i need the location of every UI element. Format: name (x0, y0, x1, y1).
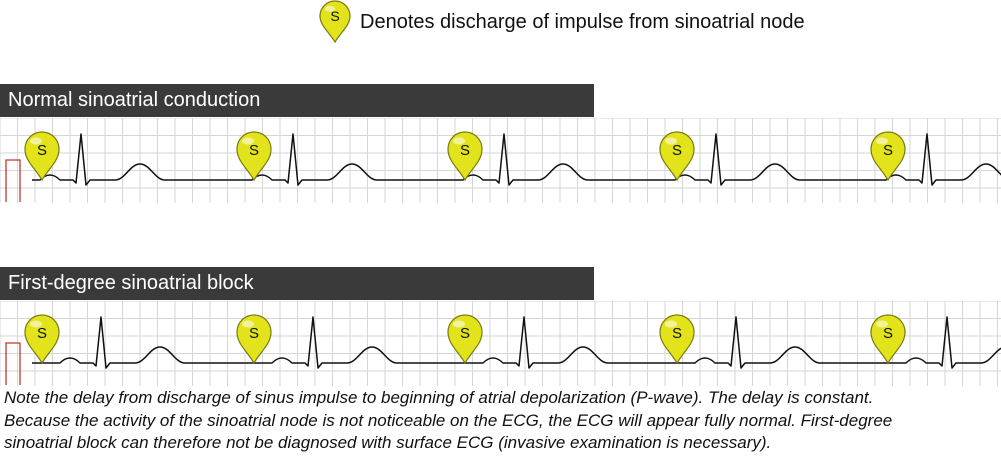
ecg-trace-line (32, 316, 1001, 369)
sinus-marker-icon: S (659, 131, 695, 182)
sinus-marker-letter: S (883, 325, 893, 342)
note-line: Because the activity of the sinoatrial n… (4, 410, 893, 430)
panel-title-normal: Normal sinoatrial conduction (0, 84, 594, 117)
legend-marker-letter: S (330, 8, 339, 24)
sinus-marker-letter: S (672, 142, 682, 159)
ecg-grid (0, 118, 1001, 203)
sinus-marker-icon: S (24, 131, 60, 182)
note-line: sinoatrial block can therefore not be di… (4, 433, 772, 452)
panel-title-first-degree: First-degree sinoatrial block (0, 267, 594, 300)
calibration-pulse (5, 342, 21, 385)
sinus-marker-icon: S (236, 314, 272, 365)
sinus-marker-icon: S (659, 314, 695, 365)
sinus-marker-icon: S (870, 314, 906, 365)
sinus-marker-icon: S (319, 0, 351, 44)
sinus-marker-letter: S (249, 142, 259, 159)
sinus-marker-letter: S (37, 142, 47, 159)
sinus-marker-letter: S (37, 325, 47, 342)
sinus-marker-icon: S (236, 131, 272, 182)
ecg-trace-line (32, 133, 1001, 186)
sinus-marker-letter: S (672, 325, 682, 342)
sinus-marker-letter: S (249, 325, 259, 342)
legend: S Denotes discharge of impulse from sino… (318, 0, 805, 44)
note-line: Note the delay from discharge of sinus i… (4, 388, 874, 407)
sinus-marker-letter: S (460, 325, 470, 342)
explanatory-note: Note the delay from discharge of sinus i… (4, 387, 999, 455)
legend-text: Denotes discharge of impulse from sinoat… (360, 10, 805, 33)
ecg-grid (0, 301, 1001, 386)
sinus-marker-icon: S (447, 314, 483, 365)
sinus-marker-icon: S (24, 314, 60, 365)
sinus-marker-letter: S (460, 142, 470, 159)
calibration-pulse (5, 159, 21, 202)
sinus-marker-letter: S (883, 142, 893, 159)
sinus-marker-icon: S (447, 131, 483, 182)
sinus-marker-icon: S (870, 131, 906, 182)
